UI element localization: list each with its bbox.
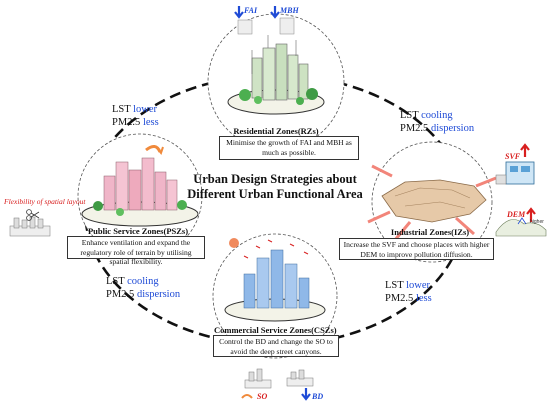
public-strategy-box: Enhance ventilation and expand the regul… [67,236,205,266]
effect-top-right-pm: PM2.5 [400,123,429,134]
flexibility-label: Flexibility of spatial layout [4,197,86,206]
effect-bottom-right-pm-word: less [415,293,432,304]
effect-top-left-lst: LST [112,104,131,115]
industrial-strategy-box: Increase the SVF and choose places with … [339,238,494,260]
fai-label: FAI [244,6,258,15]
effect-top-right-lst-word: cooling [421,110,453,121]
commercial-zone-illustration [212,233,338,359]
effect-bottom-right-pm: PM2.5 [385,293,414,304]
industrial-zone-title: Industrial Zones(IZs) [390,227,470,237]
effect-bottom-left-pm: PM2.5 [106,289,135,300]
residential-indicator-arrows [234,6,295,35]
dem-higher-note: higher [530,219,544,225]
dem-label: DEM [507,210,526,219]
so-label: SO [257,392,268,401]
effect-bottom-left: LST cooling PM2.5 dispersion [106,275,180,301]
effect-top-left: LST lower PM2.5 less [112,103,159,129]
commercial-strategy-box: Control the BD and change the SO to avoi… [213,335,339,357]
residential-zone-title: Residential Zones(RZs) [233,126,319,136]
residential-strategy-box: Minimise the growth of FAI and MBH as mu… [219,136,359,160]
effect-bottom-left-pm-word: dispersion [136,289,181,300]
effect-top-right: LST cooling PM2.5 dispersion [400,109,474,135]
commercial-mini-models [241,368,314,399]
dem-terrain-icon [495,217,547,237]
effect-top-left-lst-word: lower [133,104,158,115]
commercial-zone-title: Commercial Service Zones(CSZs) [214,325,337,335]
svf-building-icon [495,161,535,185]
mbh-label: MBH [280,6,299,15]
diagram-title-line1: Urban Design Strategies about [193,172,357,186]
svf-label: SVF [505,152,521,161]
bd-label: BD [312,392,324,401]
public-zone-title: Public Service Zones(PSZs) [87,226,189,236]
scissors-icon [26,209,40,221]
industrial-zone-illustration [367,141,497,263]
effect-bottom-right-lst: LST [385,280,404,291]
effect-top-right-lst: LST [400,110,419,121]
effect-top-right-pm-word: dispersion [430,123,475,134]
effect-top-left-pm: PM2.5 [112,117,141,128]
effect-bottom-right-lst-word: lower [406,280,431,291]
effect-bottom-right: LST lower PM2.5 less [385,279,432,305]
bd-down-arrow [301,388,311,401]
public-zone-illustration [77,133,203,259]
effect-bottom-left-lst-word: cooling [127,276,159,287]
industrial-indicator-arrows [520,143,536,222]
flexibility-mini-models [9,216,51,237]
residential-zone-illustration [207,13,345,151]
effect-bottom-left-lst: LST [106,276,125,287]
effect-top-left-pm-word: less [142,117,159,128]
diagram-title: Urban Design Strategies about Different … [150,172,400,202]
diagram-title-line2: Different Urban Functional Area [187,187,363,201]
